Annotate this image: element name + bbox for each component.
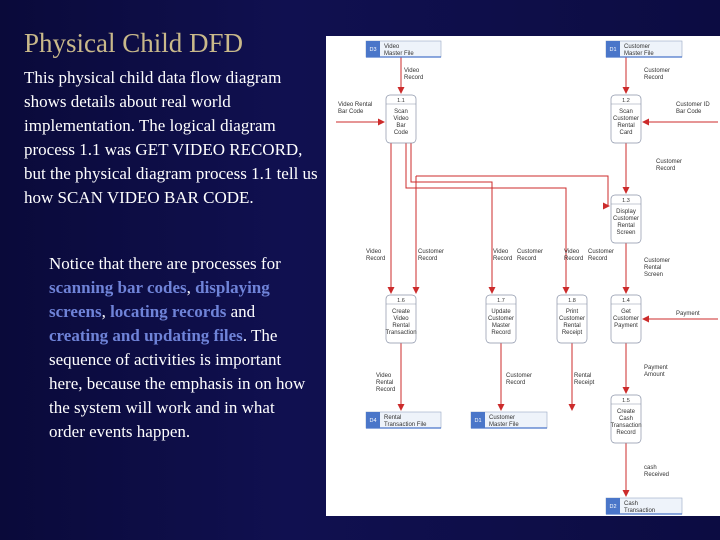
notice-text-5: . The sequence of activities is importan… (49, 326, 306, 441)
process-number: 1.5 (622, 398, 630, 404)
label-payment: Payment (676, 311, 700, 317)
flow-to-1-7 (410, 143, 496, 294)
notice-text-4: and (226, 302, 256, 321)
process-number: 1.1 (397, 98, 405, 104)
flow-to-1-3 (416, 175, 610, 210)
process-number: 1.4 (622, 298, 630, 304)
store-id: D2 (609, 504, 616, 510)
highlight-locating-records: locating records (110, 302, 227, 321)
store-id: D4 (369, 418, 376, 424)
notice-text-2: , (186, 278, 196, 297)
highlight-creating-updating-files: creating and updating files (49, 326, 243, 345)
process-number: 1.7 (497, 298, 505, 304)
intro-paragraph: This physical child data flow diagram sh… (24, 68, 318, 207)
process-number: 1.8 (568, 298, 576, 304)
notice-text-1: Notice that there are processes for (49, 254, 281, 273)
flow-to-1-8 (405, 143, 570, 294)
process-number: 1.6 (397, 298, 405, 304)
process-number: 1.3 (622, 198, 630, 204)
notice-paragraph: Notice that there are processes for scan… (49, 252, 309, 444)
highlight-scanning-bar-codes: scanning bar codes (49, 278, 187, 297)
slide-title: Physical Child DFD (24, 28, 244, 58)
store-id: D3 (369, 47, 376, 53)
store-id: D1 (609, 47, 616, 53)
highlight-displaying-screens: displaying screens (49, 278, 270, 321)
notice-text-3: , (101, 302, 111, 321)
data-flows (336, 57, 718, 497)
store-id: D1 (474, 418, 481, 424)
process-number: 1.2 (622, 98, 630, 104)
